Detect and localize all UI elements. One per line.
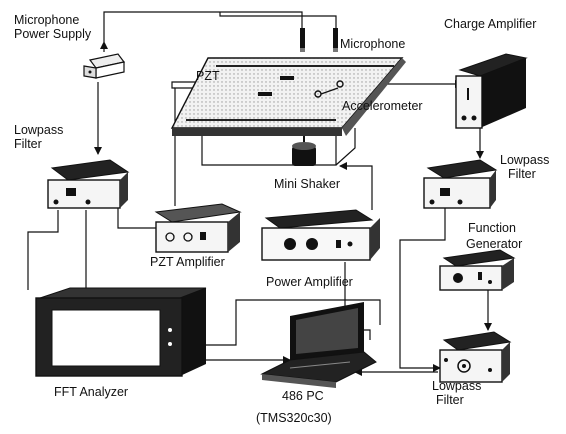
fft-analyzer-label: FFT Analyzer bbox=[54, 386, 128, 399]
pc-label-line1: 486 PC bbox=[282, 390, 324, 403]
wire-lowpass-to-fft bbox=[28, 210, 58, 290]
lowpass-filter-left-device bbox=[48, 160, 128, 208]
lowpass-left-label-line1: Lowpass bbox=[14, 124, 63, 137]
pc-laptop-device bbox=[262, 302, 376, 388]
mini-shaker-icon bbox=[292, 136, 316, 166]
pc-label-line2: (TMS320c30) bbox=[256, 412, 332, 425]
lowpass-left-label-line2: Filter bbox=[14, 138, 42, 151]
pzt-patch-2 bbox=[258, 92, 272, 96]
accelerometer-label: Accelerometer bbox=[342, 100, 423, 113]
pzt-amplifier-device bbox=[156, 204, 240, 252]
charge-amplifier-device bbox=[456, 54, 526, 128]
function-generator-device bbox=[440, 250, 514, 290]
lowpass-right-label-line1: Lowpass bbox=[500, 154, 549, 167]
mic-power-label-line2: Power Supply bbox=[14, 28, 91, 41]
wire-lowpass-right-to-pc bbox=[400, 208, 445, 282]
microphone-label: Microphone bbox=[340, 38, 405, 51]
mic-power-label-line1: Microphone bbox=[14, 14, 79, 27]
mini-shaker-label: Mini Shaker bbox=[274, 178, 340, 191]
fft-analyzer-device bbox=[36, 288, 206, 376]
charge-amplifier-label: Charge Amplifier bbox=[444, 18, 536, 31]
pzt-label: PZT bbox=[196, 70, 220, 83]
function-generator-label-line2: Generator bbox=[466, 238, 522, 251]
microphone-icon bbox=[300, 28, 338, 52]
lowpass-bottom-label-line1: Lowpass bbox=[432, 380, 481, 393]
power-amplifier-device bbox=[262, 210, 380, 260]
lowpass-filter-right-device bbox=[424, 160, 496, 208]
wire-mic2 bbox=[220, 12, 336, 28]
lowpass-filter-bottom-device bbox=[440, 332, 510, 382]
lowpass-bottom-label-line2: Filter bbox=[436, 394, 464, 407]
lowpass-right-label-line2: Filter bbox=[508, 168, 536, 181]
microphone-power-supply-device bbox=[84, 54, 124, 78]
function-generator-label-line1: Function bbox=[468, 222, 516, 235]
wire-poweramp-to-shaker bbox=[340, 166, 372, 210]
pzt-patch-1 bbox=[280, 76, 294, 80]
pzt-amplifier-label: PZT Amplifier bbox=[150, 256, 225, 269]
power-amplifier-label: Power Amplifier bbox=[266, 276, 353, 289]
